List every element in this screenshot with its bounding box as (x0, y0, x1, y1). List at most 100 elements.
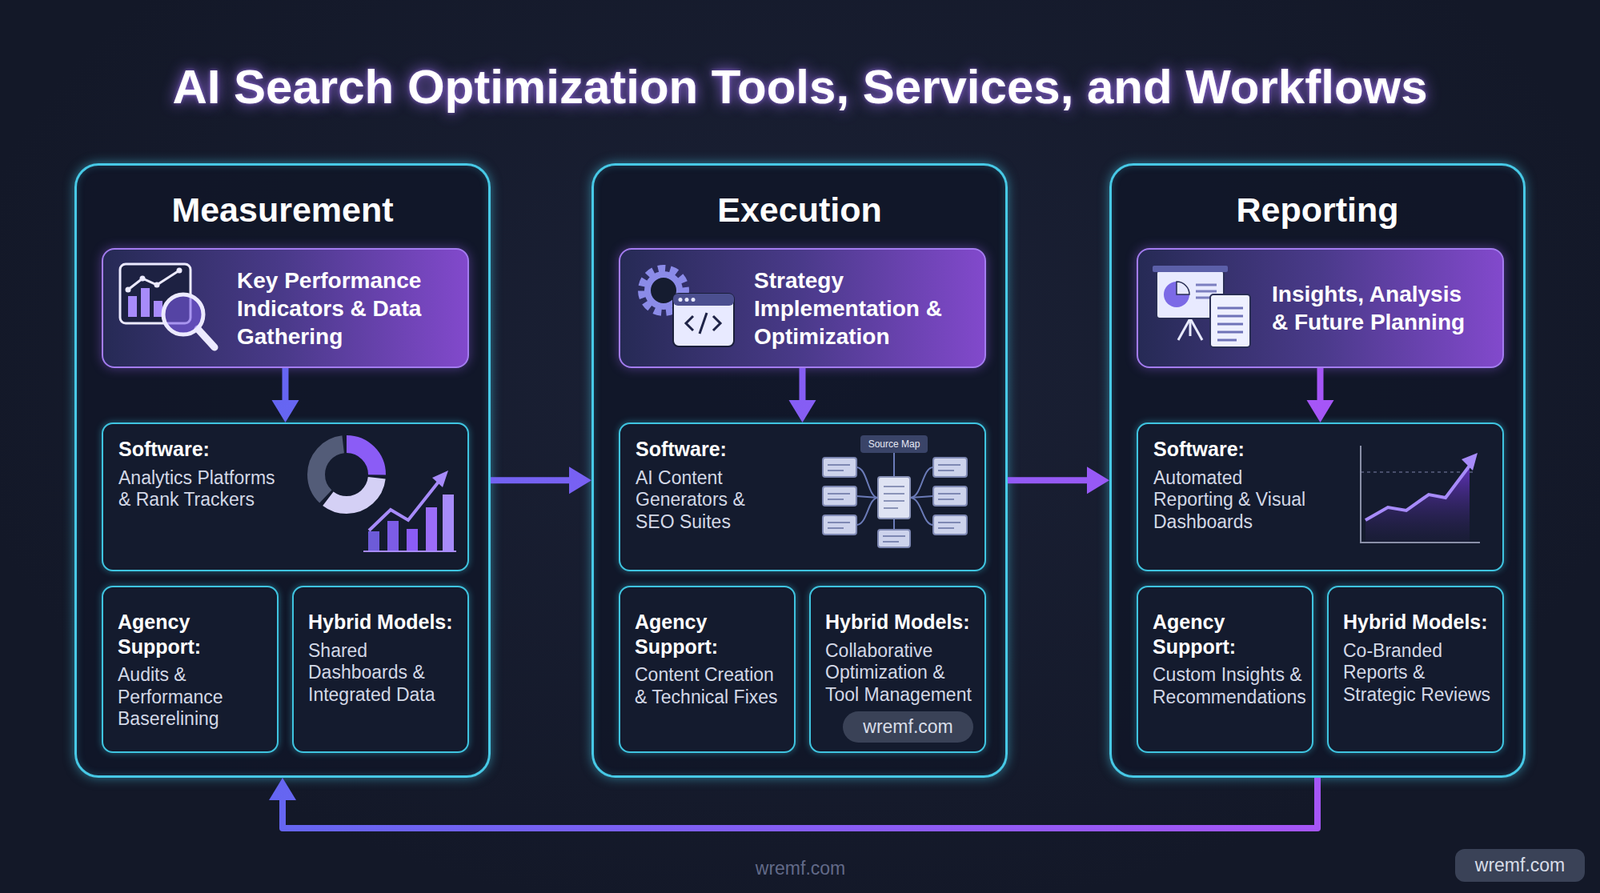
column-heading: Execution (593, 189, 1006, 232)
code-gear-icon-part (647, 274, 680, 307)
source-map-graph-part (893, 453, 895, 478)
box-body: Audits & Performance Baserelining (117, 664, 270, 731)
source-map-graph-part (938, 498, 955, 501)
source-map-graph-part (883, 500, 905, 502)
code-gear-icon-part (641, 268, 686, 313)
box-body: Content Creation & Technical Fixes (634, 664, 787, 709)
hybrid-box: Hybrid Models:Shared Dashboards & Integr… (292, 585, 470, 754)
source-map-graph-part (856, 467, 879, 498)
source-map-graph-part (933, 515, 967, 535)
analytics-icon-part (153, 300, 163, 317)
donut-chart-part (316, 444, 377, 506)
area-chart-part (1461, 453, 1478, 471)
analytics-icon-part (140, 276, 146, 282)
analytics-icon-part (128, 296, 137, 317)
column-heading: Reporting (1111, 189, 1524, 232)
box-heading: Agency Support: (117, 609, 270, 659)
source-map-graph-part (938, 469, 955, 472)
source-map-graph-part (883, 493, 905, 495)
presentation-icon-part (1217, 307, 1244, 310)
bar-chart (363, 470, 457, 552)
code-gear-icon-part (691, 297, 696, 302)
code-gear-icon (641, 268, 734, 347)
arrow-head (789, 400, 817, 423)
source-map-graph-part (910, 467, 934, 498)
source-map-graph-part (933, 486, 967, 506)
bar-chart-part (368, 531, 380, 552)
code-gear-icon-part (685, 316, 694, 331)
software-box: Software: Automated Reporting & Visual Da… (1136, 422, 1504, 572)
flow-connector (1307, 368, 1335, 423)
arrow-head (1307, 400, 1335, 423)
source-map-graph-part (856, 497, 879, 526)
box-heading: Agency Support: (1152, 609, 1305, 659)
area-chart (1360, 445, 1480, 543)
flow-connector (268, 777, 1318, 829)
stage-header-box: Strategy Implementation & Optimization (618, 248, 987, 369)
box-body: Shared Dashboards & Integrated Data (308, 640, 461, 707)
analytics-icon-part (128, 270, 180, 290)
analytics-icon-part (125, 287, 132, 293)
area-chart-part (1360, 445, 1480, 543)
source-map-graph-part (827, 498, 844, 501)
analytics-icon-part (120, 264, 191, 324)
source-map-graph-part (827, 464, 851, 466)
source-map-graph-part (938, 464, 961, 466)
presentation-icon-part (1176, 281, 1190, 295)
connector-line (282, 777, 1318, 829)
code-gear-icon-part (685, 297, 690, 302)
analytics-icon-part (176, 268, 183, 274)
analytics-icon (120, 264, 215, 348)
source-map-graph-part (827, 527, 844, 530)
source-map-graph-part (893, 518, 895, 530)
source-map-graph-part (938, 493, 961, 495)
watermark-pill: wremf.com (842, 711, 974, 743)
column-heading: Measurement (76, 189, 489, 232)
presentation-icon-part (1152, 265, 1228, 273)
box-body: Collaborative Optimization & Tool Manage… (825, 640, 978, 707)
box-body: AI Content Generators & SEO Suites (635, 467, 780, 534)
area-chart-part (1360, 471, 1473, 474)
donut-chart (316, 444, 377, 506)
box-body: Automated Reporting & Visual Dashboards (1153, 467, 1314, 534)
bar-chart-part (368, 481, 439, 531)
agency-box: Agency Support:Content Creation & Techni… (618, 585, 796, 754)
presentation-icon-part (1217, 315, 1244, 318)
box-heading: Software: (1153, 437, 1488, 462)
arrow-head (272, 400, 300, 423)
bar-chart-part (387, 521, 399, 552)
presentation-icon-part (1217, 331, 1244, 334)
donut-chart-part (316, 444, 377, 506)
box-body: Co-Branded Reports & Strategic Reviews (1343, 640, 1496, 707)
watermark: wremf.com (680, 858, 921, 883)
source-map-graph (822, 453, 967, 548)
presentation-icon-part (1195, 290, 1217, 293)
diagram-title: AI Search Optimization Tools, Services, … (0, 60, 1600, 114)
source-map-graph-part (883, 485, 905, 488)
connector-line (1007, 477, 1094, 484)
stage-header-box: Key Performance Indicators & Data Gather… (101, 248, 470, 369)
source-map-graph-part (938, 527, 955, 530)
header-text: Strategy Implementation & Optimization (753, 249, 961, 367)
source-map-graph-part (822, 486, 857, 506)
presentation-icon-part (1190, 318, 1203, 341)
box-heading: Hybrid Models: (1343, 609, 1496, 635)
presentation-icon-part (1178, 318, 1191, 341)
source-map-graph-part (910, 497, 934, 526)
presentation-icon-part (1217, 323, 1244, 326)
presentation-icon (1152, 265, 1251, 348)
area-chart-part (1365, 465, 1470, 543)
source-map-graph-part (910, 496, 934, 498)
watermark-pill: wremf.com (1455, 849, 1585, 883)
presentation-icon-part (1217, 339, 1237, 342)
box-body: Custom Insights & Recommendations (1152, 664, 1305, 709)
box-body: Analytics Platforms & Rank Trackers (118, 467, 291, 512)
arrow-head (1086, 466, 1110, 494)
donut-chart-part (316, 444, 377, 506)
stage-column: MeasurementKey Performance Indicators & … (74, 163, 491, 778)
presentation-icon-part (1195, 284, 1217, 287)
agency-box: Agency Support:Audits & Performance Base… (101, 585, 279, 754)
analytics-icon-part (197, 328, 215, 348)
source-map-graph-part (856, 496, 879, 498)
